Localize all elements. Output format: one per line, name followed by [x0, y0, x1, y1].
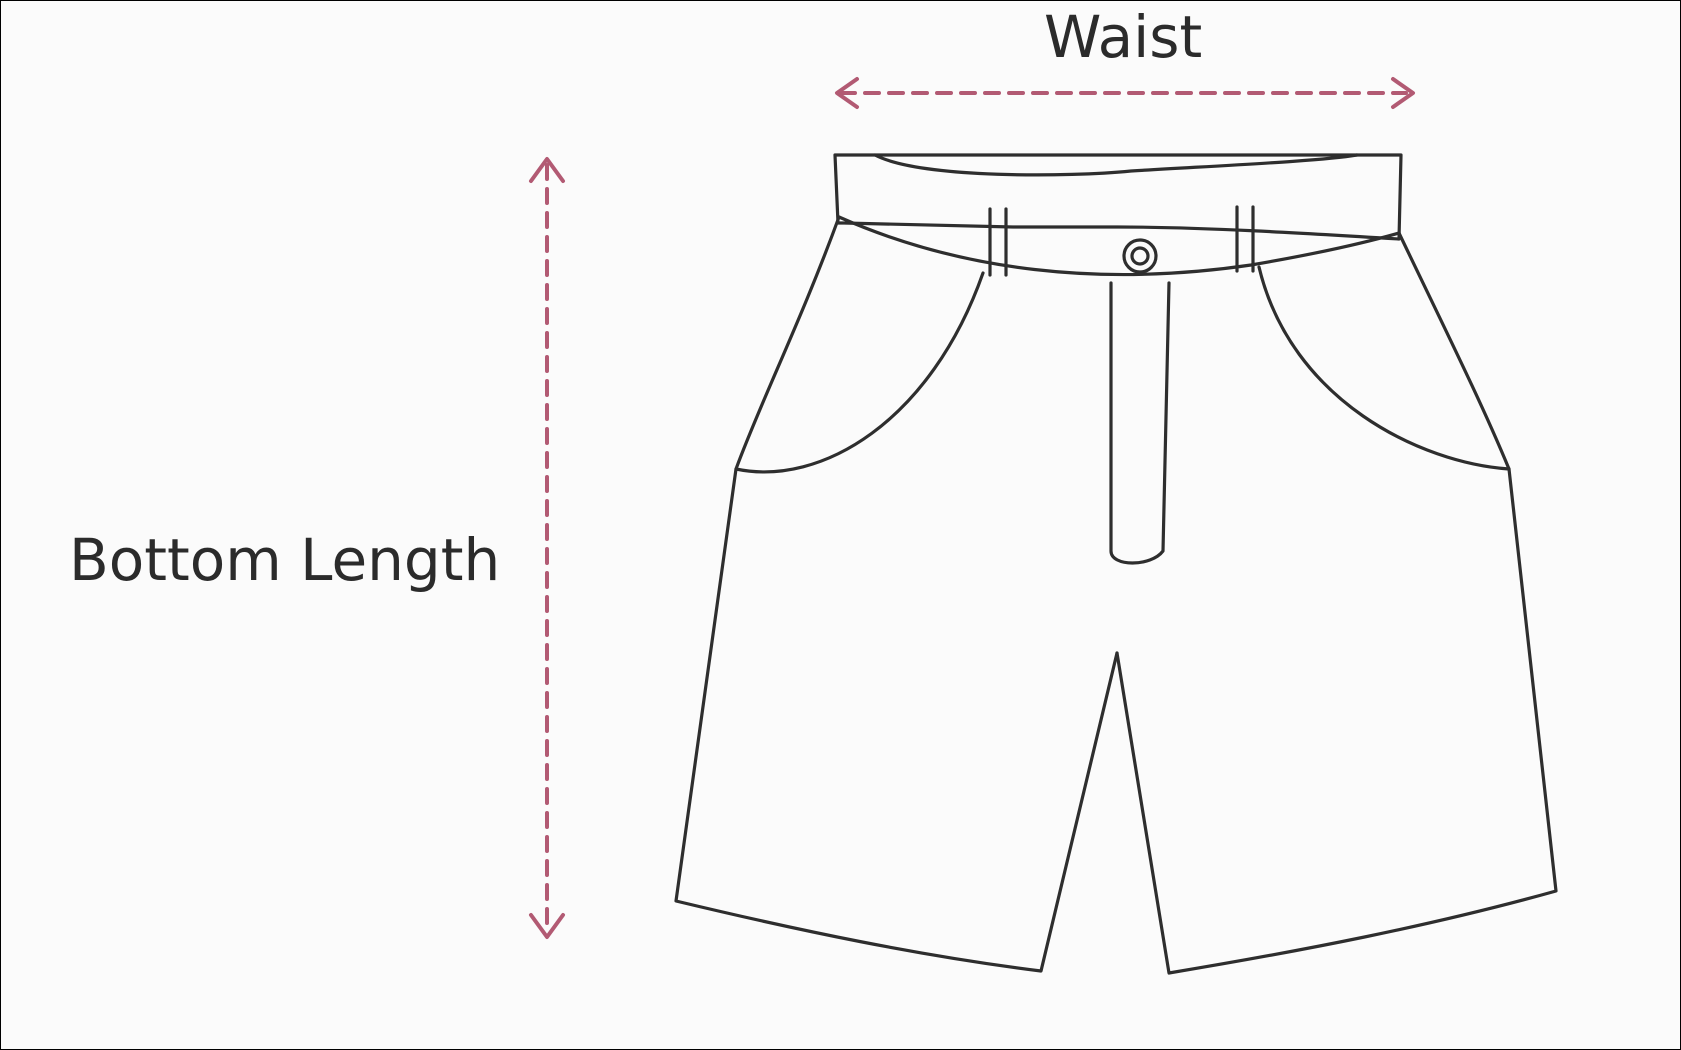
fly-placket — [1109, 281, 1171, 565]
left-leg — [674, 215, 1119, 973]
length-arrowhead-top — [529, 157, 565, 183]
waist-arrowhead-left — [835, 77, 859, 109]
waistband-bottom-edge — [837, 215, 1401, 277]
belt-loop-right — [1235, 205, 1255, 273]
shorts-outline-icon — [674, 153, 1558, 975]
waist-label: Waist — [1044, 3, 1203, 71]
right-leg — [1115, 231, 1558, 975]
left-pocket — [734, 271, 985, 474]
length-arrowhead-bottom — [529, 913, 565, 939]
right-pocket — [1257, 265, 1511, 471]
bottom-length-label: Bottom Length — [69, 526, 501, 594]
waist-measure-arrow — [835, 77, 1415, 109]
waist-arrowhead-right — [1391, 77, 1415, 109]
button-inner — [1130, 246, 1150, 266]
button-outer — [1122, 238, 1158, 274]
waistband-inner-curve — [873, 153, 1359, 177]
bottom-length-measure-arrow — [529, 157, 565, 939]
